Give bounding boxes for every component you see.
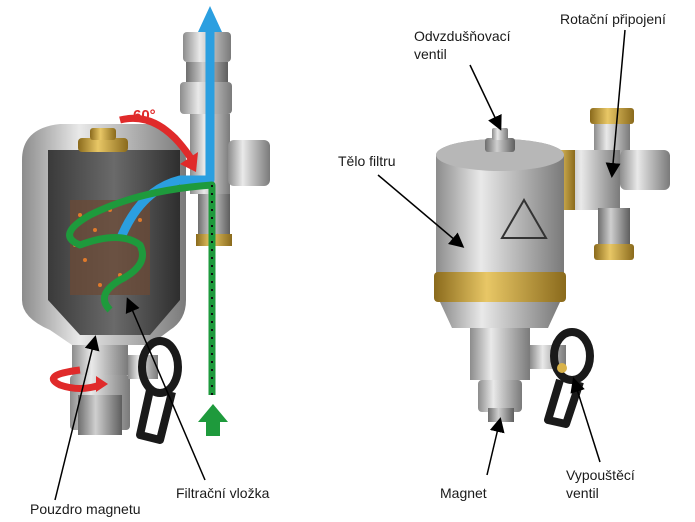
assembled-filter-illustration — [434, 108, 670, 428]
label-rotary-connection: Rotační připojení — [560, 11, 666, 27]
label-air-valve: Odvzdušňovací ventil — [414, 28, 511, 62]
rotation-angle-label: 60° — [133, 107, 156, 124]
leader-magnet — [486, 417, 505, 476]
leader-rotary-connection — [605, 29, 626, 178]
label-filter-body: Tělo filtru — [338, 153, 396, 169]
label-magnet-housing: Pouzdro magnetu — [30, 501, 141, 517]
label-magnet: Magnet — [440, 485, 487, 501]
cutaway-filter-illustration — [22, 6, 270, 444]
leader-filter-insert — [125, 297, 206, 481]
leader-magnet-housing — [54, 335, 100, 501]
leader-air-valve — [469, 64, 502, 131]
leader-filter-body — [377, 174, 465, 248]
label-drain-valve: Vypouštěcí ventil — [566, 467, 635, 501]
label-filter-insert: Filtrační vložka — [176, 485, 270, 501]
leader-drain-valve — [570, 377, 601, 463]
